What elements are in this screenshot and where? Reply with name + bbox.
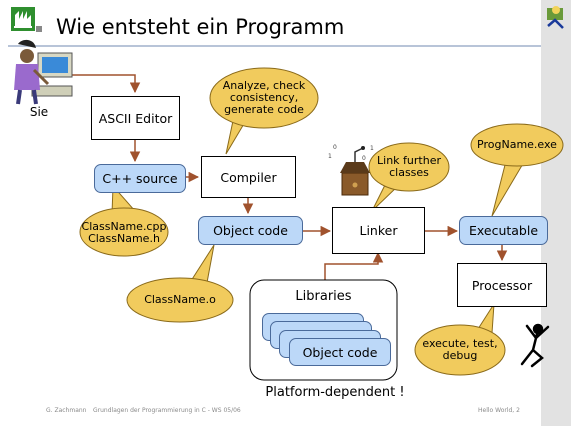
cpp-source-label: C++ source [102, 171, 178, 186]
svg-text:1: 1 [328, 153, 332, 160]
object-code-label: Object code [213, 223, 288, 238]
university-logo-icon [11, 7, 35, 31]
bubble-linker-text: Link further classes [377, 154, 441, 179]
bubble-processor-text: execute, test, debug [422, 337, 498, 362]
ascii-editor-label: ASCII Editor [98, 110, 173, 126]
executable-box: Executable [459, 216, 548, 245]
user-label: Sie [29, 105, 49, 119]
compiler-label: Compiler [220, 169, 277, 185]
object-code-box: Object code [198, 216, 303, 245]
svg-text:0: 0 [362, 155, 366, 162]
footer-author: G. Zachmann [46, 407, 87, 414]
corner-figure-icon [547, 6, 564, 29]
platform-note: Platform-dependent ! [265, 385, 405, 400]
linker-label: Linker [359, 223, 398, 238]
bubble-exe-text: ProgName.exe [477, 138, 557, 151]
arrow-libraries-to-linker [324, 251, 384, 280]
bubble-exe-ellipse [470, 123, 564, 167]
logo-accent [36, 26, 42, 32]
footer-page: Hello World, 2 [478, 407, 520, 414]
user-at-computer-icon [14, 39, 73, 105]
bubble-source-text: ClassName.cpp ClassName.h [81, 220, 167, 245]
connector-arrows [68, 74, 508, 280]
footer-course: Grundlagen der Programmierung in C - WS … [93, 407, 241, 414]
speech-bubbles [79, 67, 564, 376]
bubble-compiler-ellipse [209, 67, 319, 129]
library-card-4: Object code [289, 338, 391, 366]
processor-box: Processor [457, 263, 547, 307]
bubble-object-ellipse [126, 277, 234, 323]
ascii-editor-box: ASCII Editor [91, 96, 180, 140]
libraries-title: Libraries [295, 289, 352, 304]
svg-text:0: 0 [333, 144, 337, 151]
arrow-user-to-editor [68, 74, 141, 94]
library-object-code-label: Object code [302, 344, 378, 360]
bubble-linker-ellipse [368, 142, 450, 192]
compiler-box: Compiler [201, 156, 296, 198]
bubble-source-ellipse [79, 207, 169, 257]
bubble-processor-ellipse [414, 324, 506, 376]
bubble-exe-shape [491, 160, 525, 217]
svg-text:1: 1 [370, 145, 374, 152]
bubble-object-text: ClassName.o [144, 293, 216, 306]
right-sidebar [541, 0, 571, 426]
linker-box: Linker [332, 207, 425, 254]
running-figure-icon [520, 323, 550, 368]
coffee-grinder-icon: 10 01 [328, 144, 374, 196]
title-underline [8, 45, 541, 47]
cpp-source-box: C++ source [94, 164, 186, 193]
executable-label: Executable [468, 223, 539, 238]
processor-label: Processor [471, 277, 533, 293]
bubble-compiler-text: Analyze, check consistency, generate cod… [222, 79, 306, 116]
slide-title: Wie entsteht ein Programm [56, 15, 345, 39]
